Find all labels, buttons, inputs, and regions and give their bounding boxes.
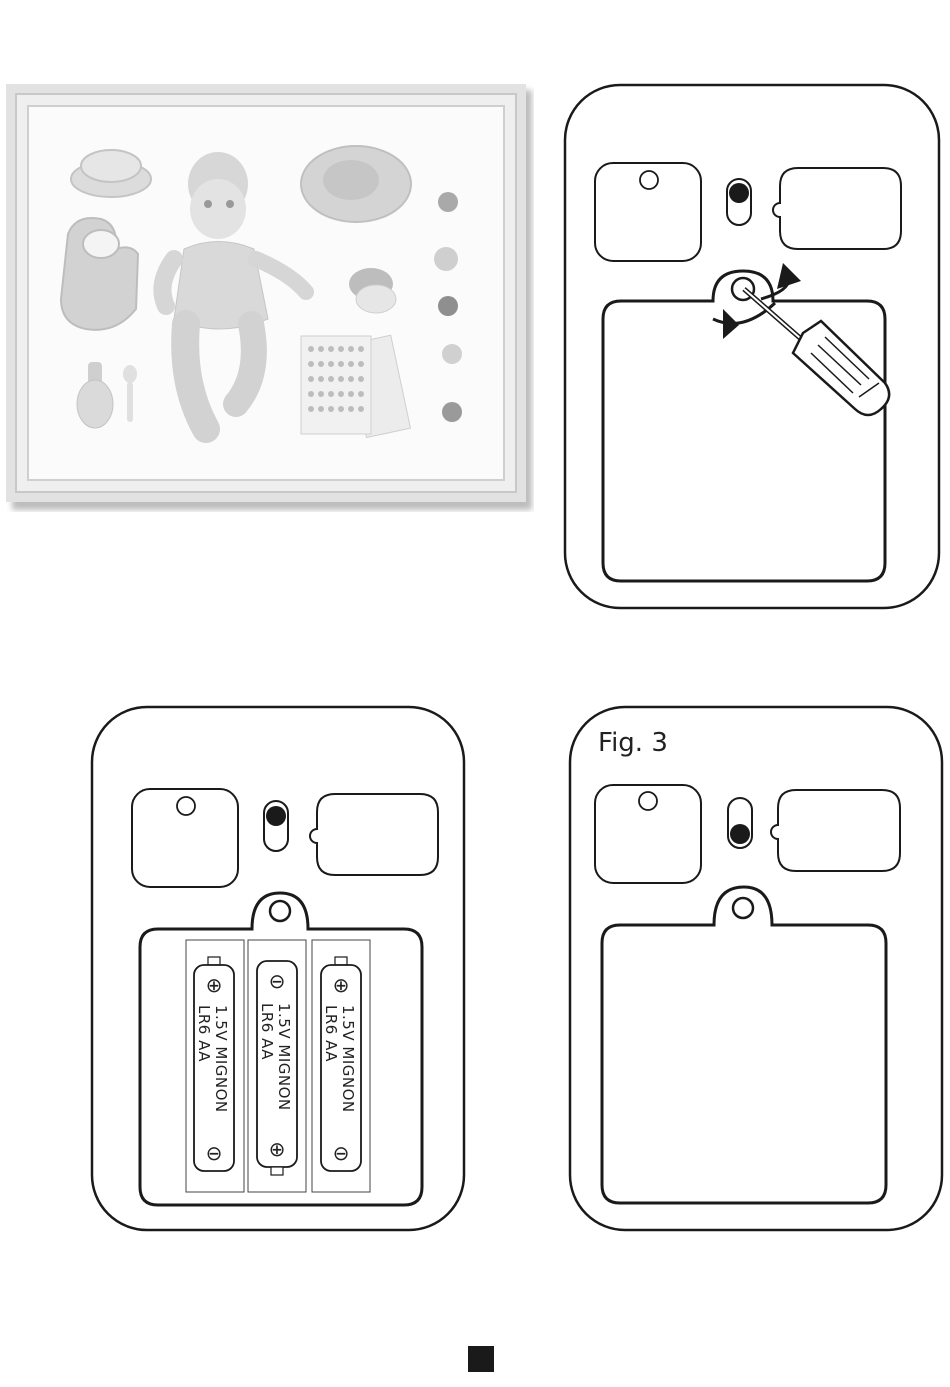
switch-knob-icon <box>266 806 286 826</box>
plus-symbol-icon: ⊕ <box>333 973 350 997</box>
product-photo <box>6 84 534 512</box>
battery-label-line1: 1.5V MIGNON <box>339 1005 357 1113</box>
battery-cover <box>603 271 885 581</box>
minus-symbol-icon: ⊖ <box>269 969 286 993</box>
doll-set-photo <box>6 84 534 512</box>
sticker-sheets-icon <box>301 335 410 437</box>
led-hole-icon <box>177 797 195 815</box>
panel-fig3-cover-closed: Fig. 3 <box>568 705 944 1232</box>
switch-knob-icon <box>729 183 749 203</box>
battery-label-line2: LR6 AA <box>258 1003 276 1060</box>
battery-label-line1: 1.5V MIGNON <box>212 1005 230 1113</box>
switch-knob-icon <box>730 824 750 844</box>
battery-1: ⊕ ⊖ 1.5V MIGNON LR6 AA <box>194 957 234 1171</box>
battery-3: ⊕ ⊖ 1.5V MIGNON LR6 AA <box>321 957 361 1171</box>
panel-open-cover-screw <box>563 83 941 610</box>
cover-screw-icon <box>270 901 290 921</box>
led-hole-icon <box>639 792 657 810</box>
plus-symbol-icon: ⊕ <box>269 1137 286 1161</box>
cover-screw-icon <box>733 898 753 918</box>
led-hole-icon <box>640 171 658 189</box>
potty-icon <box>301 146 411 222</box>
right-label-plate <box>773 168 901 249</box>
battery-label-line2: LR6 AA <box>322 1005 340 1062</box>
right-label-plate <box>771 790 900 871</box>
panel-batteries-inserted: ⊕ ⊖ 1.5V MIGNON LR6 AA ⊖ ⊕ 1.5V MIGNON L… <box>90 705 466 1232</box>
battery-cover <box>602 887 886 1203</box>
battery-label-line2: LR6 AA <box>195 1005 213 1062</box>
plus-symbol-icon: ⊕ <box>206 973 223 997</box>
right-label-plate <box>310 794 438 875</box>
battery-2: ⊖ ⊕ 1.5V MIGNON LR6 AA <box>257 961 297 1175</box>
square-marker-icon <box>468 1346 494 1372</box>
minus-symbol-icon: ⊖ <box>333 1141 350 1165</box>
battery-label-line1: 1.5V MIGNON <box>275 1003 293 1111</box>
figure-label: Fig. 3 <box>598 728 668 758</box>
minus-symbol-icon: ⊖ <box>206 1141 223 1165</box>
